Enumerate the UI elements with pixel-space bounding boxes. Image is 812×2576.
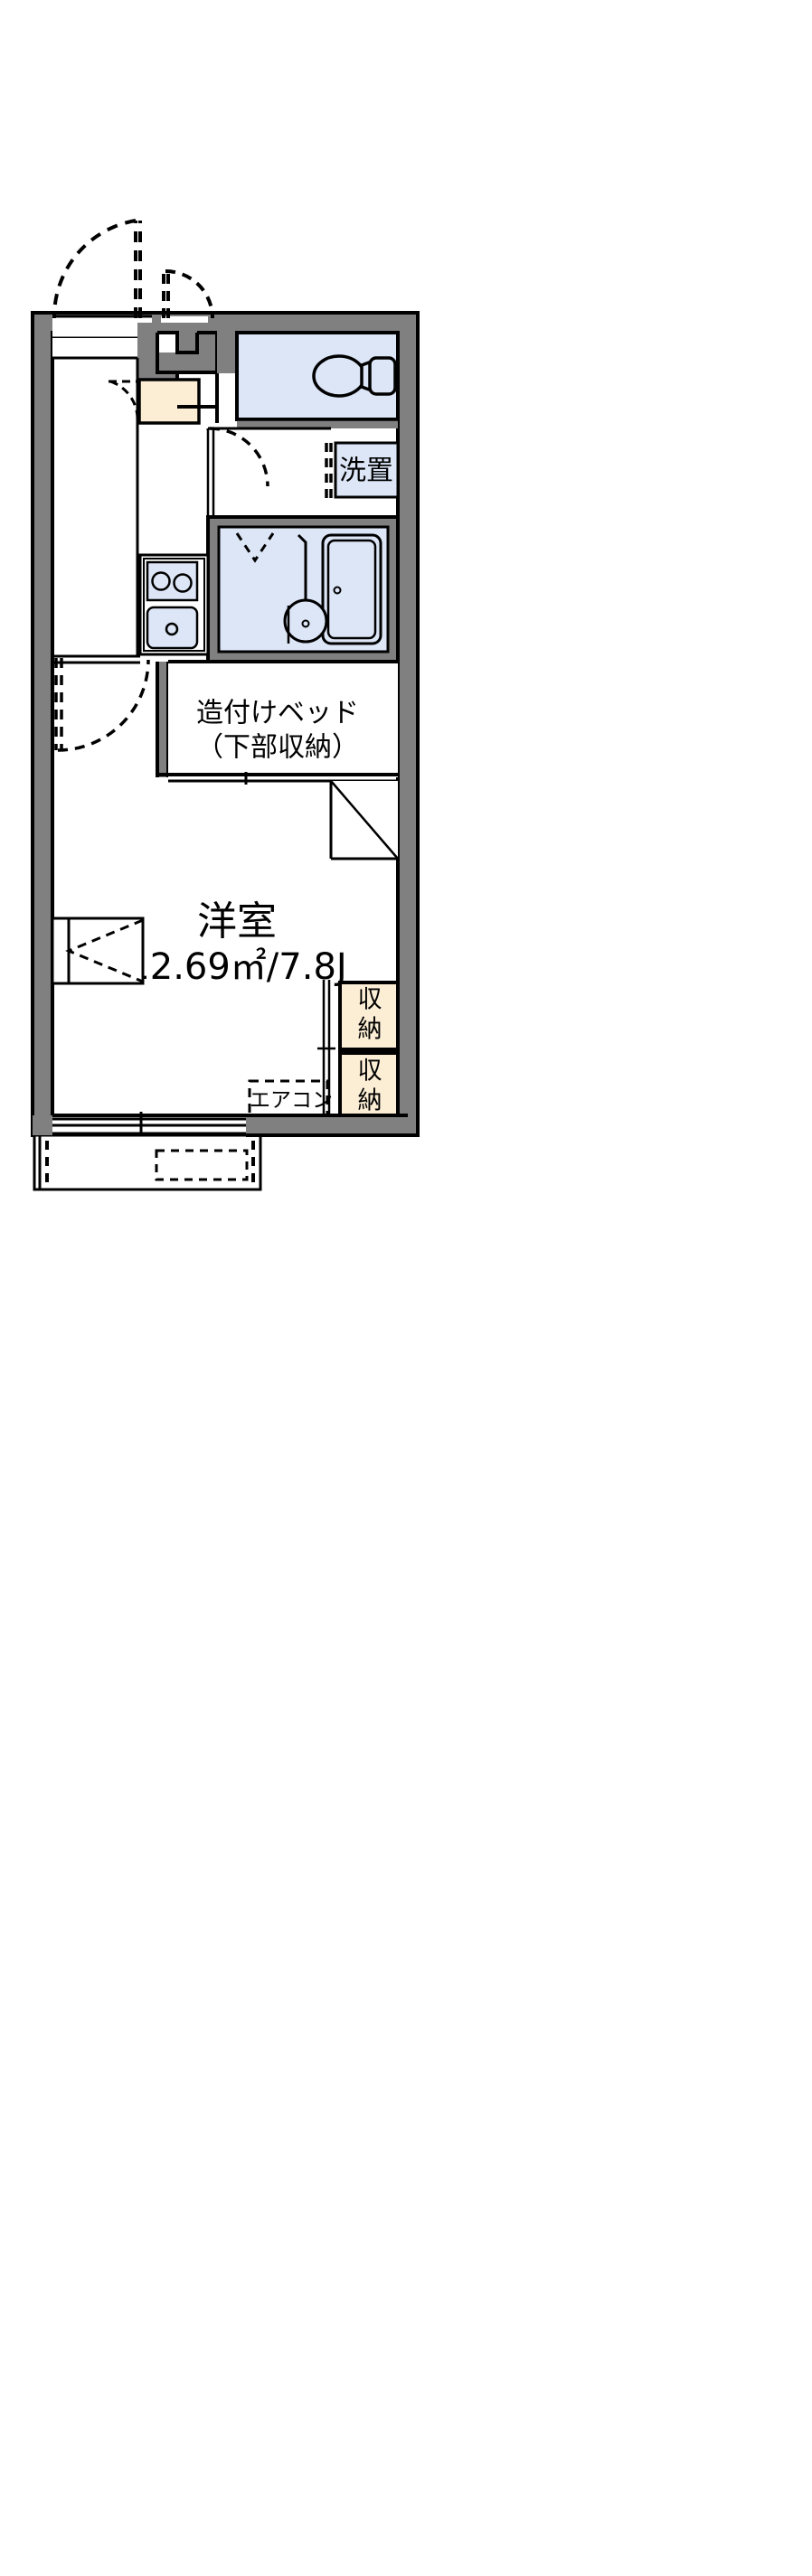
room-window-left (51, 917, 145, 985)
kitchen (138, 553, 210, 656)
bathtub-icon (321, 533, 382, 645)
toilet-icon (312, 354, 397, 398)
entrance-area (52, 219, 152, 360)
air-conditioner-label: エアコン (250, 1089, 333, 1113)
built-in-bed-label-line1: 造付けベッド (196, 698, 359, 729)
closet-lower-box (338, 1051, 400, 1122)
stove-burner-right (173, 573, 193, 593)
washbasin-icon (283, 533, 328, 644)
balcony-area (33, 1112, 262, 1191)
closet-diagonal-line (330, 780, 399, 860)
closet-lower-label-1: 収 (358, 1058, 382, 1086)
entrance-door-opening (52, 316, 152, 338)
hall-notch (157, 333, 177, 353)
restroom (235, 331, 400, 421)
hall-door-arc (57, 659, 150, 752)
bathtub-drain (333, 586, 342, 595)
built-in-bed-label-line2: （下部収納） (196, 732, 359, 764)
main-room: 洋室 12.69㎡/7.8J エアコン (51, 898, 347, 1121)
closet-upper-label-1: 収 (358, 986, 382, 1014)
bathroom-door-swing (325, 443, 333, 499)
gas-stove-icon (146, 560, 199, 602)
bathroom (206, 515, 400, 663)
bathroom-vent-dashed (235, 532, 275, 563)
restroom-door-swing (162, 269, 214, 319)
toilet-tank (368, 356, 397, 396)
inner-partitions (136, 358, 331, 656)
laundry-label: 洗置 (339, 456, 393, 487)
left-wall-bottom-stub (33, 1115, 52, 1135)
kitchen-sink-icon (146, 606, 199, 650)
entrance-door-arc (52, 219, 137, 319)
main-room-area: 12.69㎡/7.8J (127, 946, 346, 988)
outer-wall-overlay (33, 1114, 408, 1137)
washbasin-drain (301, 619, 310, 628)
bottom-right-wall-grey (246, 1115, 408, 1135)
closet-upper-label-2: 納 (358, 1016, 382, 1044)
hall-notch-outline (157, 331, 199, 354)
restroom-bottom-wall (237, 419, 398, 428)
bed-floor (168, 662, 398, 777)
bed-left-wall (157, 662, 168, 777)
restroom-left-wall (217, 323, 237, 373)
hallway-walls (137, 269, 239, 409)
washer-space-box (334, 441, 400, 499)
built-in-bed-area: 造付けベッド （下部収納） (156, 660, 398, 785)
closet-upper-box (338, 981, 400, 1051)
main-room-name: 洋室 (197, 898, 277, 945)
hall-door-swing (52, 654, 150, 752)
laundry-area: 洗置 (237, 418, 400, 499)
window-left-swing (65, 918, 144, 983)
toilet-bowl (312, 354, 366, 398)
sink-drain (165, 622, 179, 636)
balcony-drain-box (155, 1149, 249, 1181)
stove-burner-left (151, 571, 171, 591)
shoe-cabinet-box (137, 378, 201, 425)
bathtub-inner (326, 539, 377, 640)
restroom-door-arc (165, 269, 214, 319)
closet-lower-label-2: 納 (358, 1087, 382, 1115)
washbasin-faucet-line (297, 533, 307, 600)
entrance-door-swing (52, 219, 142, 319)
genkan-gap (52, 338, 143, 358)
closet-area: 収 納 収 納 (317, 780, 400, 1123)
balcony-slab (33, 1133, 262, 1191)
